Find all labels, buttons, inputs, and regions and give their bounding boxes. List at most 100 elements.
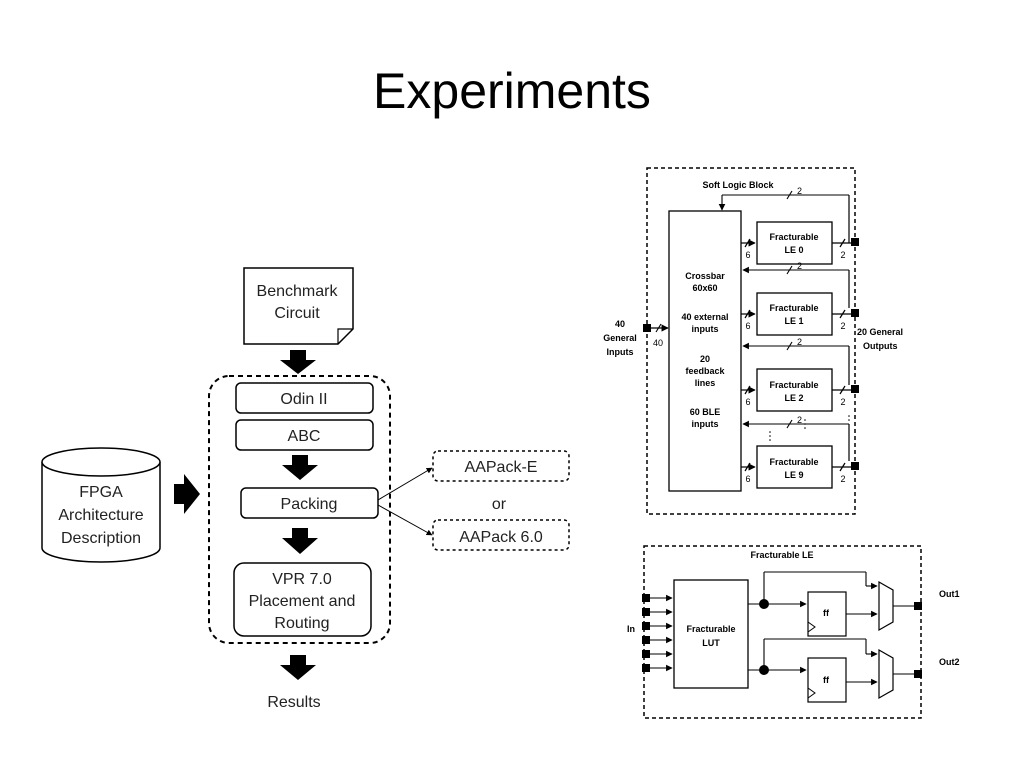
vpr-label-3: Routing (274, 615, 329, 632)
inputs-label-1: General (603, 333, 637, 343)
fle-junction-2 (759, 665, 769, 675)
fle-lut-line-1: Fracturable (686, 624, 735, 634)
bw-in-le9: 6 (745, 474, 750, 484)
fle-lut-line-2: LUT (702, 638, 720, 648)
slb-title: Soft Logic Block (702, 180, 774, 190)
fle-input-wires (650, 594, 673, 672)
arrow-packing-vpr (282, 528, 318, 554)
ff-2 (807, 657, 847, 703)
inputs-count: 40 (615, 319, 625, 329)
fle-lut-box (673, 579, 749, 689)
crossbar-line-4: inputs (692, 324, 719, 334)
crossbar-line-1: Crossbar (685, 271, 725, 281)
vpr-label-2: Placement and (249, 593, 356, 610)
le-1-line-2: LE 1 (784, 316, 803, 326)
le-2-line-2: LE 2 (784, 393, 803, 403)
bw-in-le1: 6 (745, 321, 750, 331)
le-0: Fracturable LE 0 (756, 221, 833, 265)
bw-fb-9: 2 (797, 415, 802, 425)
fracturable-le: Fracturable LE In Fracturable LUT (627, 545, 960, 719)
fpga-label-1: FPGA (79, 484, 123, 501)
crossbar-line-5: 20 (700, 354, 710, 364)
aapack6-label: AAPack 6.0 (459, 529, 543, 546)
ellipsis-dots (769, 415, 850, 441)
aapack6-box: AAPack 6.0 (432, 519, 570, 551)
fle-lower-path (748, 638, 914, 686)
le-9-line-2: LE 9 (784, 470, 803, 480)
bw-out-le0: 2 (840, 250, 845, 260)
fle-title: Fracturable LE (750, 550, 813, 560)
le-2: Fracturable LE 2 (756, 368, 833, 412)
bw-out-le2: 2 (840, 397, 845, 407)
flow-diagram: Benchmark Circuit Odin II ABC Packing VP… (41, 267, 570, 711)
bus-in-width: 40 (653, 338, 663, 348)
aapack-e-box: AAPack-E (432, 450, 570, 482)
ff-1-label: ff (823, 608, 830, 618)
le-9: Fracturable LE 9 (756, 445, 833, 489)
packing-label: Packing (281, 496, 338, 513)
aapack-e-label: AAPack-E (465, 459, 538, 476)
ff-2-clock (807, 687, 816, 699)
arrow-benchmark-down (280, 350, 316, 374)
vpr-label-1: VPR 7.0 (272, 571, 332, 588)
arrow-results (280, 655, 316, 680)
fle-in-label: In (627, 624, 635, 634)
crossbar-line-6: feedback (685, 366, 725, 376)
le-1: Fracturable LE 1 (756, 292, 833, 336)
arrow-abc-packing (282, 455, 318, 480)
crossbar-line-9: inputs (692, 419, 719, 429)
slide-title: Experiments (373, 63, 651, 119)
le-2-line-1: Fracturable (769, 380, 818, 390)
le-9-line-1: Fracturable (769, 457, 818, 467)
ff-1-clock (807, 621, 816, 633)
out1-label: Out1 (939, 589, 960, 599)
connector-packing-aapack6 (377, 504, 433, 536)
crossbar-line-3: 40 external (681, 312, 728, 322)
le-0-line-2: LE 0 (784, 245, 803, 255)
le-0-line-1: Fracturable (769, 232, 818, 242)
bw-out-le9: 2 (840, 474, 845, 484)
crossbar-line-2: 60x60 (692, 283, 717, 293)
out1-pin (914, 602, 922, 610)
fpga-label-2: Architecture (58, 507, 143, 524)
output-pins (851, 238, 859, 470)
benchmark-circuit-doc: Benchmark Circuit (243, 267, 354, 345)
packing-box: Packing (240, 487, 379, 519)
benchmark-label-2: Circuit (274, 305, 320, 322)
outputs-label-2: Outputs (863, 341, 898, 351)
soft-logic-block: Soft Logic Block Crossbar 60x60 40 exter… (603, 167, 903, 515)
out2-pin (914, 670, 922, 678)
fle-junction-1 (759, 599, 769, 609)
out2-label: Out2 (939, 657, 960, 667)
outputs-label-1: 20 General (857, 327, 903, 337)
le-output-buses (832, 195, 852, 472)
abc-box: ABC (235, 419, 374, 451)
bw-in-le2: 6 (745, 397, 750, 407)
crossbar-box (668, 210, 742, 492)
fpga-label-3: Description (61, 530, 141, 547)
le-1-line-1: Fracturable (769, 303, 818, 313)
bw-fb-1: 2 (797, 261, 802, 271)
bw-fb-0: 2 (797, 186, 802, 196)
mux-1 (878, 580, 894, 632)
or-label: or (492, 496, 507, 513)
crossbar-line-8: 60 BLE (690, 407, 721, 417)
abc-label: ABC (288, 428, 321, 445)
input-bus-slash (655, 323, 662, 333)
benchmark-label-1: Benchmark (257, 283, 339, 300)
le-input-buses (741, 238, 756, 472)
inputs-label-2: Inputs (607, 347, 634, 357)
fpga-architecture-cylinder: FPGA Architecture Description (41, 447, 161, 563)
connector-packing-aapack-e (377, 467, 433, 501)
ff-2-label: ff (823, 675, 830, 685)
mux-2 (878, 648, 894, 700)
feedback-lines (718, 190, 849, 429)
odin-box: Odin II (235, 382, 374, 414)
fle-input-pins (642, 594, 650, 672)
bw-in-le0: 6 (745, 250, 750, 260)
bw-out-le1: 2 (840, 321, 845, 331)
bw-fb-2: 2 (797, 337, 802, 347)
crossbar-line-7: lines (695, 378, 716, 388)
ff-1 (807, 591, 847, 637)
